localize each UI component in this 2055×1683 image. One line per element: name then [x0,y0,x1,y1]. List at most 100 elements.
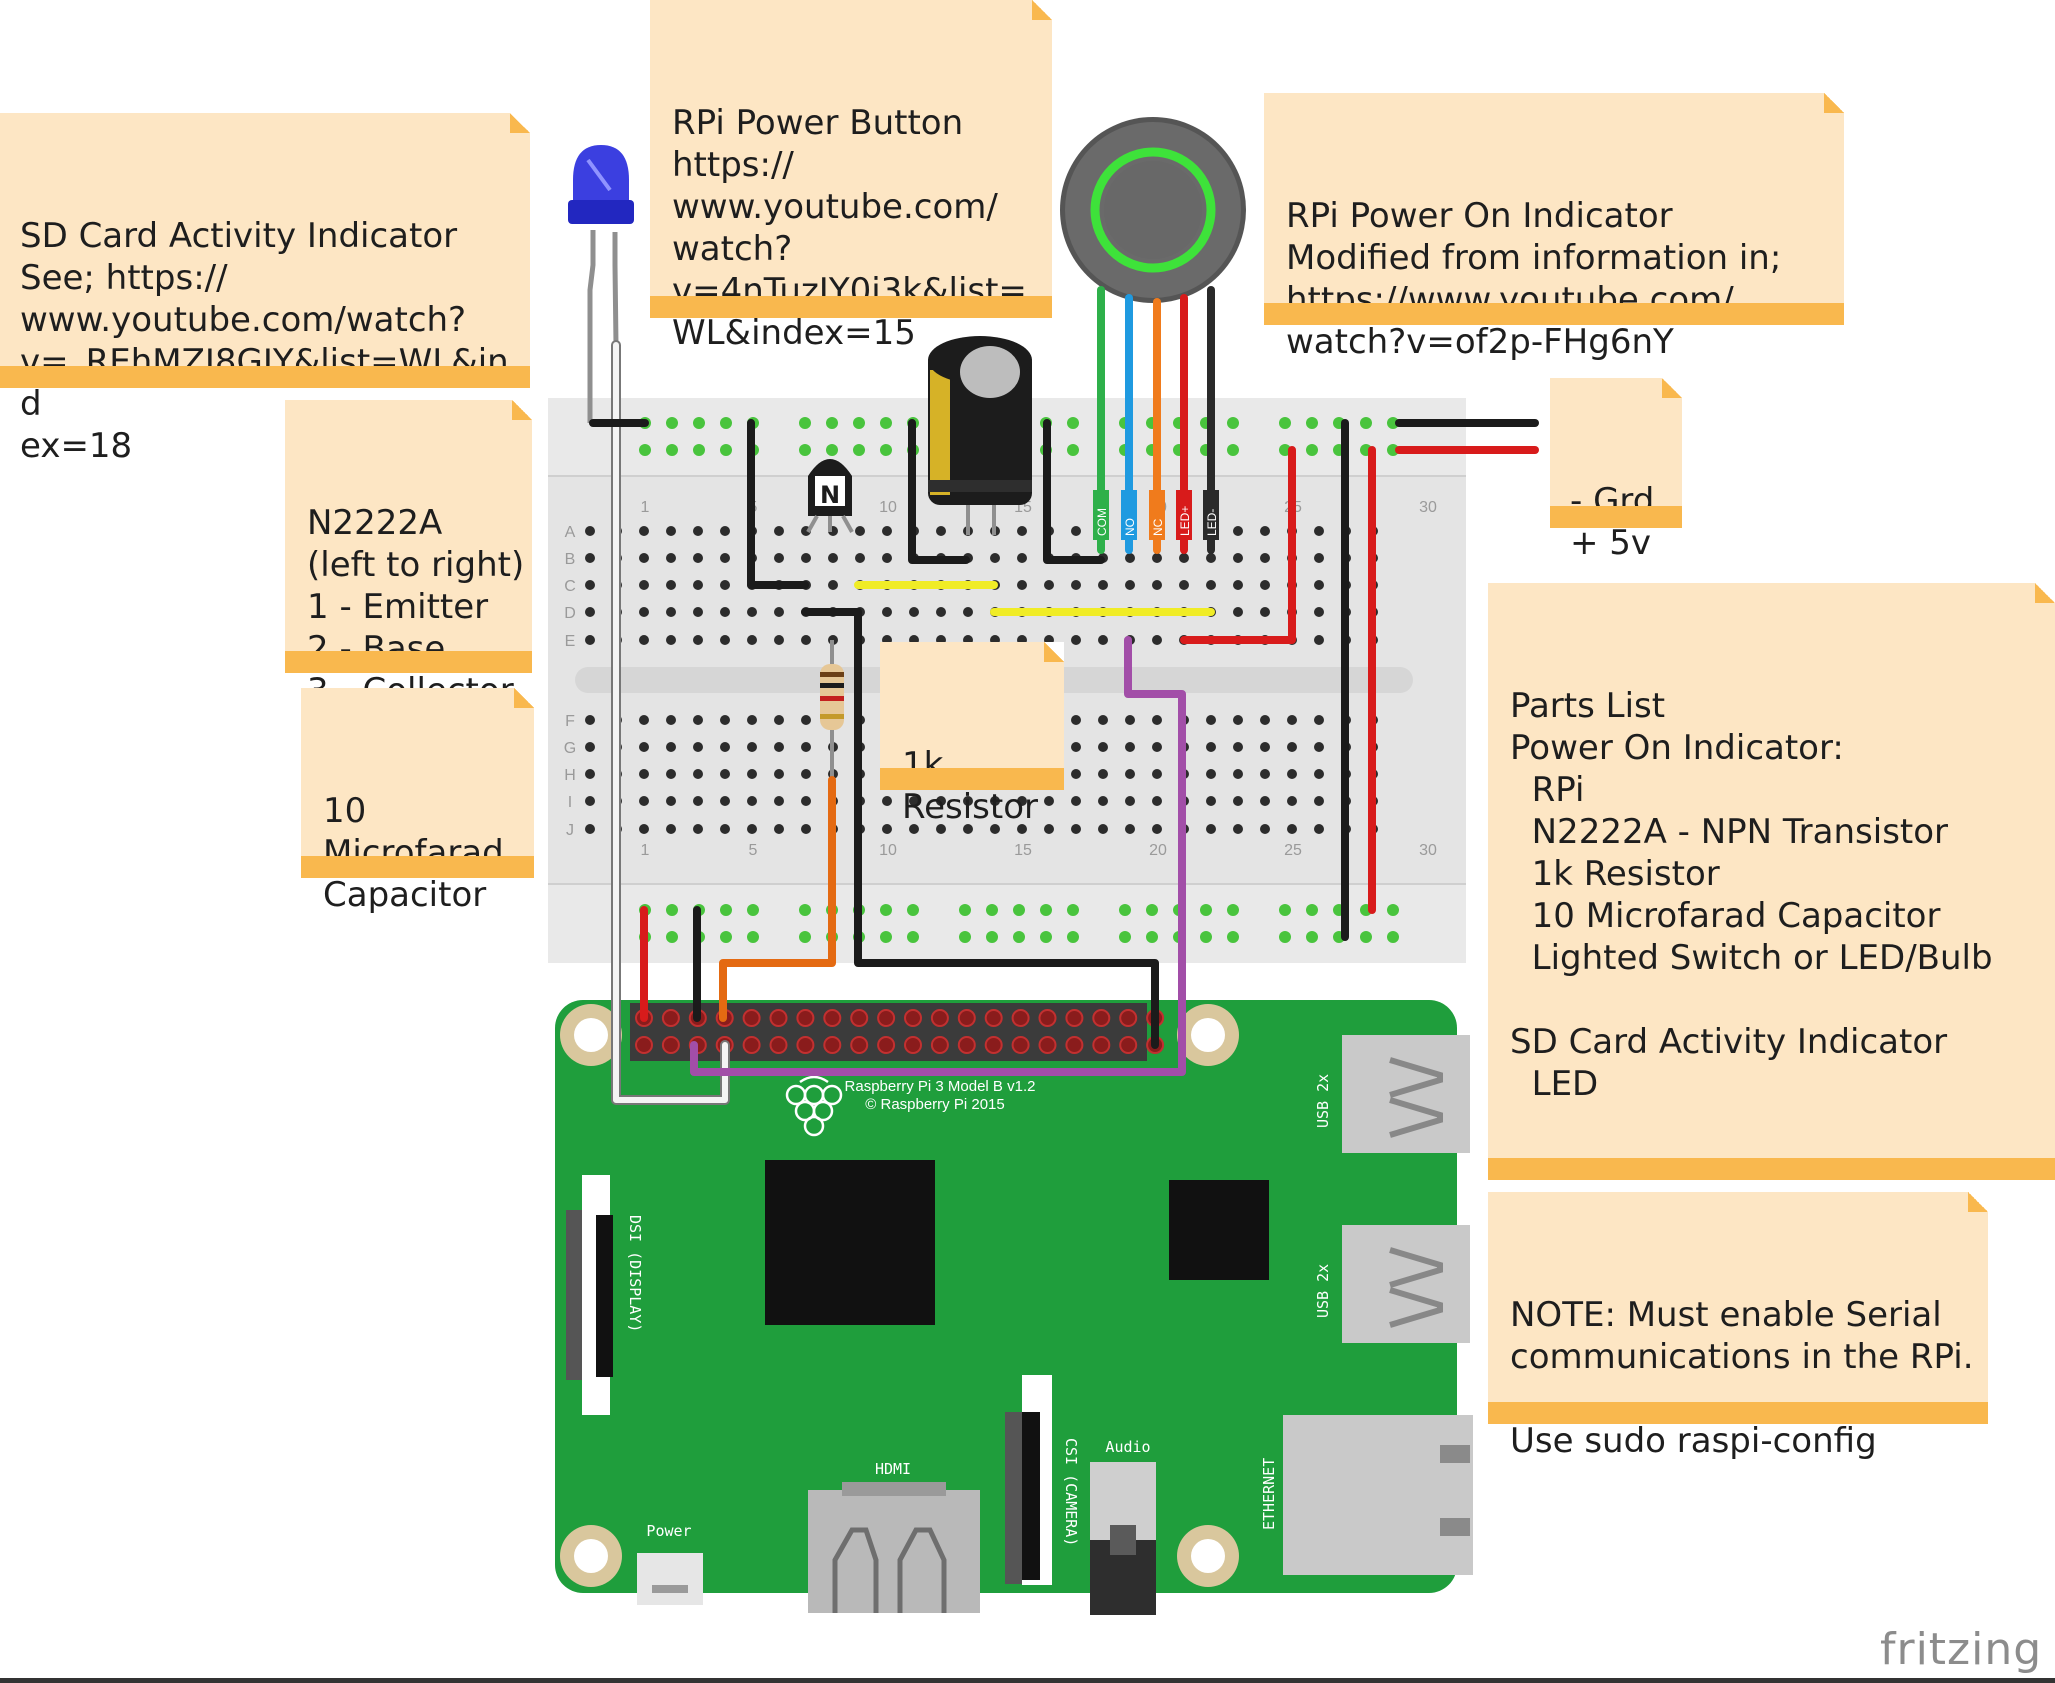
breadboard-hole [936,526,946,536]
breadboard-hole [801,553,811,563]
transistor-mark: N [820,481,840,509]
wire-orange [719,776,836,1022]
usb-controller-chip [1169,1180,1269,1280]
audio-label: Audio [1105,1438,1150,1456]
breadboard-hole [1125,715,1135,725]
breadboard-hole [986,931,998,943]
breadboard-hole [1233,580,1243,590]
column-label: 10 [879,499,897,516]
breadboard-hole [1306,444,1318,456]
breadboard-hole [720,715,730,725]
capacitor [928,336,1032,535]
breadboard-hole [1067,444,1079,456]
gpio-pin [1119,1036,1138,1054]
breadboard-hole [1200,904,1212,916]
breadboard-hole [1125,824,1135,834]
breadboard-hole [1098,769,1108,779]
breadboard-hole [799,444,811,456]
breadboard-hole [666,931,678,943]
breadboard-hole [747,742,757,752]
breadboard-hole [720,417,732,429]
gpio-pin [1092,1009,1111,1027]
breadboard-hole [1233,769,1243,779]
breadboard-hole [1040,904,1052,916]
breadboard-hole [774,635,784,645]
breadboard-hole [774,742,784,752]
breadboard-hole [1098,824,1108,834]
breadboard-hole [1017,580,1027,590]
breadboard-hole [1360,931,1372,943]
breadboard-hole [1119,931,1131,943]
breadboard-hole [1279,931,1291,943]
breadboard-hole [1287,796,1297,806]
breadboard-hole [1152,715,1162,725]
breadboard-hole [1314,796,1324,806]
breadboard-hole [1360,417,1372,429]
breadboard-hole [720,904,732,916]
breadboard-hole [1227,444,1239,456]
breadboard-hole [585,580,595,590]
breadboard-hole [1071,796,1081,806]
breadboard-hole [936,796,946,806]
breadboard-hole [909,607,919,617]
breadboard-hole [1067,417,1079,429]
breadboard-hole [801,769,811,779]
breadboard-hole [1206,553,1216,563]
breadboard-hole [882,824,892,834]
breadboard-hole [1200,931,1212,943]
breadboard-hole [666,904,678,916]
note-power-on-text: RPi Power On Indicator Modified from inf… [1286,196,1782,362]
row-label: C [564,578,576,595]
breadboard-hole [963,824,973,834]
breadboard-hole [1044,796,1054,806]
gpio-pin [957,1009,976,1027]
breadboard-hole [1287,715,1297,725]
breadboard-hole [1179,580,1189,590]
breadboard-hole [693,635,703,645]
gpio-pin [823,1009,842,1027]
breadboard-hole [1279,904,1291,916]
breadboard-hole [1071,824,1081,834]
breadboard-hole [1233,742,1243,752]
note-resistor-text: 1k Resistor [902,745,1038,827]
breadboard-hole [1146,904,1158,916]
breadboard-hole [774,553,784,563]
lighted-power-switch [1060,117,1246,303]
breadboard-hole [880,444,892,456]
breadboard-hole [747,904,759,916]
breadboard-hole [1287,742,1297,752]
breadboard-hole [828,553,838,563]
gpio-pin [984,1036,1003,1054]
note-serial-text: NOTE: Must enable Serial communications … [1510,1295,1974,1461]
breadboard-hole [1098,715,1108,725]
breadboard-hole [774,715,784,725]
breadboard-hole [882,796,892,806]
breadboard-hole [990,553,1000,563]
gpio-pin [742,1009,761,1027]
breadboard-hole [1098,580,1108,590]
breadboard-hole [720,635,730,645]
breadboard-hole [799,904,811,916]
breadboard-hole [1152,796,1162,806]
breadboard-hole [853,417,865,429]
breadboard-hole [1306,417,1318,429]
breadboard-hole [1146,931,1158,943]
breadboard-hole [1044,824,1054,834]
breadboard-hole [639,824,649,834]
column-label: 30 [1419,499,1437,516]
breadboard-hole [1071,580,1081,590]
breadboard-hole [959,931,971,943]
gpio-pin [984,1009,1003,1027]
breadboard-hole [1152,635,1162,645]
breadboard-hole [666,635,676,645]
usb-port-2: USB 2x [1314,1225,1470,1343]
row-label: F [565,713,575,730]
breadboard-hole [585,742,595,752]
breadboard-hole [720,526,730,536]
breadboard-hole [801,715,811,725]
note-serial: NOTE: Must enable Serial communications … [1488,1192,1988,1461]
breadboard-hole [639,796,649,806]
row-label: H [564,767,576,784]
breadboard-hole [1260,796,1270,806]
